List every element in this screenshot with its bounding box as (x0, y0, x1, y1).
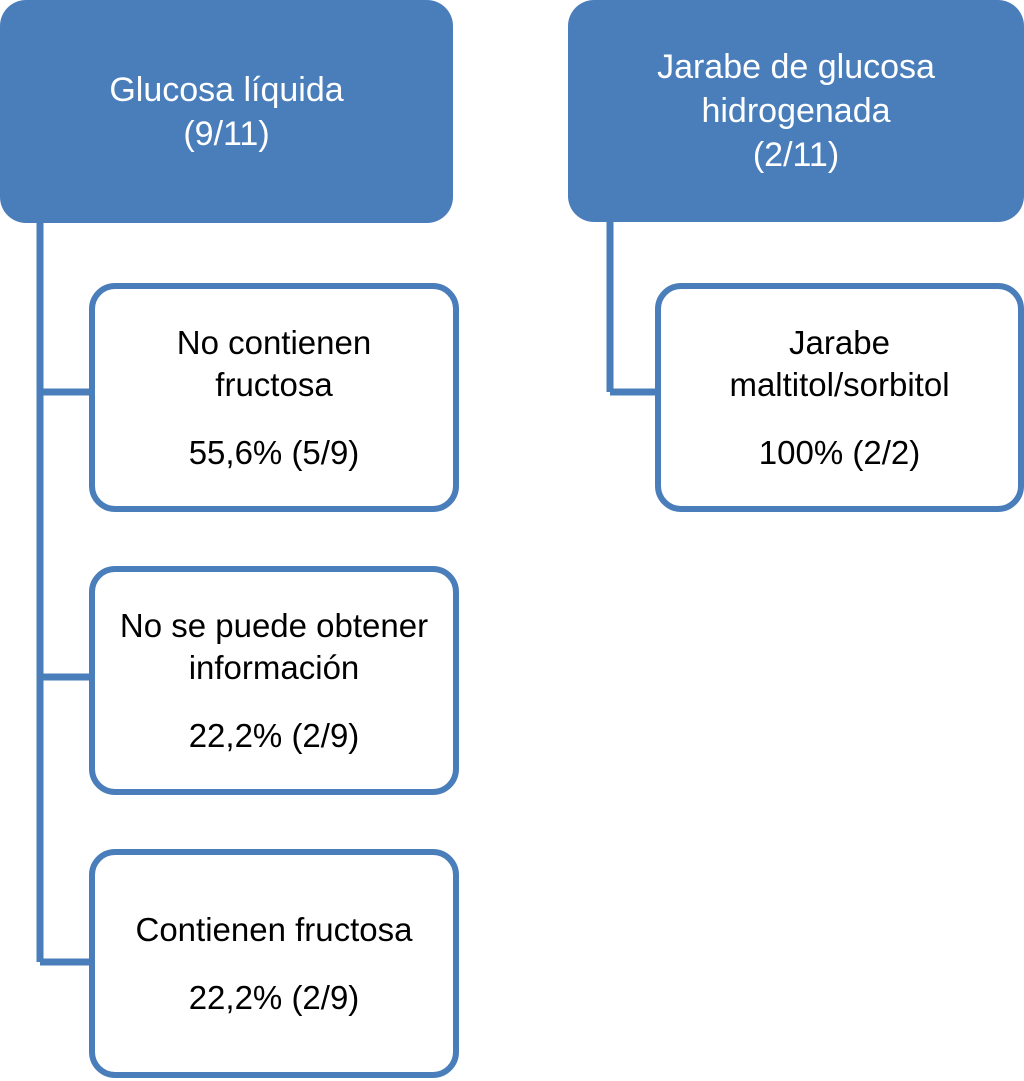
leaf-node-label: Contienen fructosa (135, 910, 413, 948)
leaf-node-contienen-fructosa[interactable]: Contienen fructosa 22,2% (2/9) (89, 849, 459, 1078)
root-node-label: Jarabe de glucosa hidrogenada (657, 48, 935, 130)
leaf-node-no-contienen-fructosa[interactable]: No contienen fructosa 55,6% (5/9) (89, 283, 459, 512)
leaf-node-label: No contienen fructosa (176, 323, 372, 403)
leaf-node-label: Jarabe maltitol/sorbitol (729, 323, 950, 403)
root-node-jarabe-de-glucosa-hidrogenada[interactable]: Jarabe de glucosa hidrogenada (2/11) (568, 0, 1024, 222)
leaf-node-value: 55,6% (5/9) (188, 433, 360, 471)
leaf-node-jarabe-maltitol-sorbitol[interactable]: Jarabe maltitol/sorbitol 100% (2/2) (655, 283, 1024, 512)
root-node-count: (9/11) (183, 114, 270, 153)
leaf-node-value: 100% (2/2) (758, 433, 921, 471)
leaf-node-value: 22,2% (2/9) (188, 978, 360, 1016)
leaf-node-no-se-puede-obtener-informacion[interactable]: No se puede obtener información 22,2% (2… (89, 566, 459, 795)
leaf-node-value: 22,2% (2/9) (188, 716, 360, 754)
root-node-label: Glucosa líquida (109, 70, 344, 109)
root-node-glucosa-liquida[interactable]: Glucosa líquida (9/11) (0, 0, 453, 223)
root-node-count: (2/11) (752, 136, 840, 174)
leaf-node-label: No se puede obtener información (119, 606, 429, 686)
